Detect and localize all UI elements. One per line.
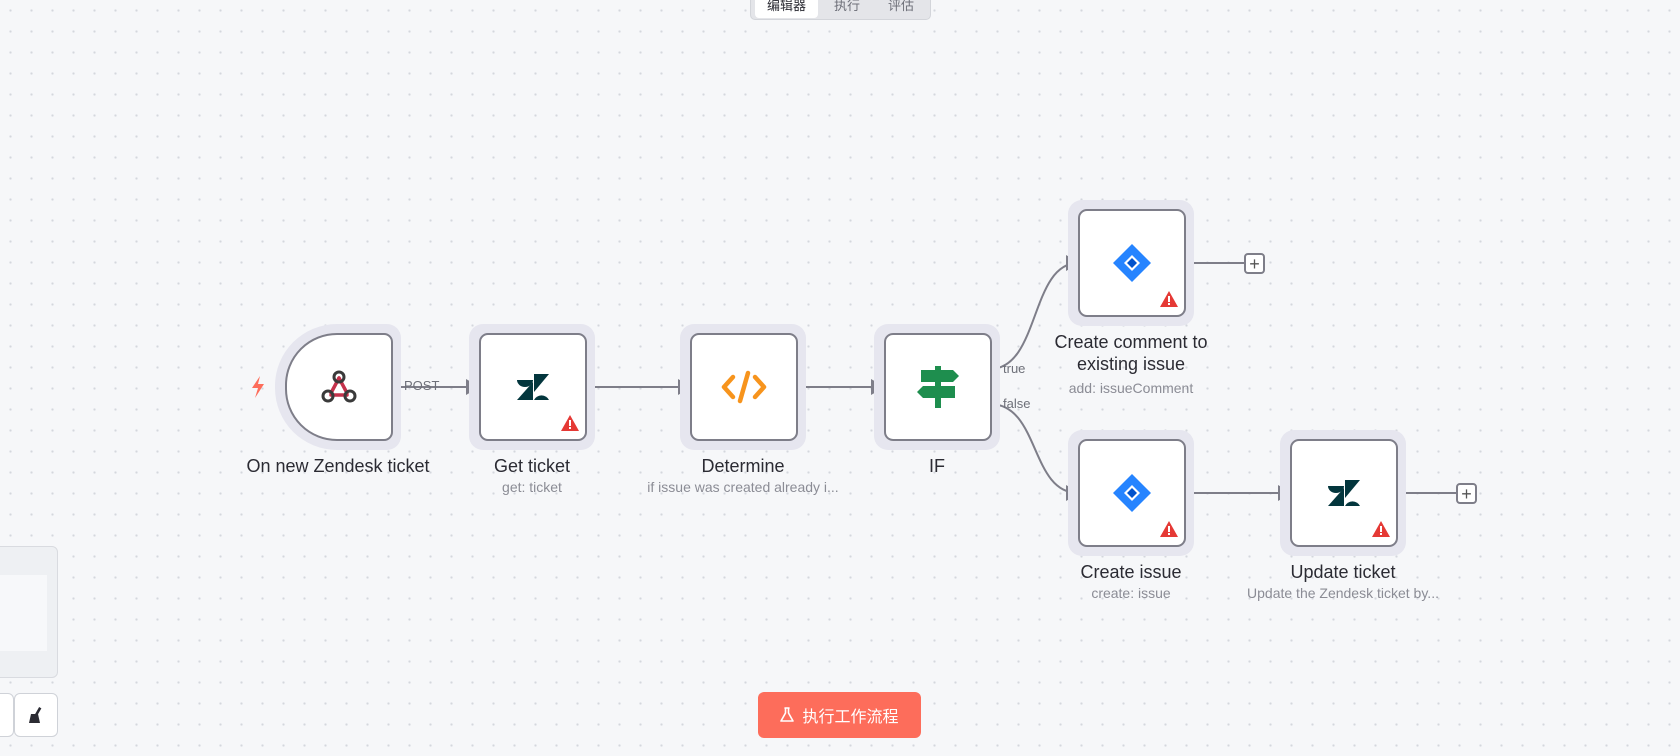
- execute-workflow-button[interactable]: 执行工作流程: [758, 692, 921, 738]
- node-create-issue: Create issue create: issue: [1068, 430, 1194, 601]
- node-box-create-issue[interactable]: [1078, 439, 1186, 547]
- add-node-after-create-comment-button[interactable]: +: [1244, 253, 1265, 274]
- plus-icon: +: [1249, 253, 1260, 274]
- warning-icon: [561, 415, 579, 431]
- node-subtitle: Update the Zendesk ticket by...: [1247, 585, 1439, 601]
- node-box-get-ticket[interactable]: [479, 333, 587, 441]
- warning-icon: [1160, 521, 1178, 537]
- node-determine: Determine if issue was created already i…: [647, 324, 839, 495]
- view-tabs: 编辑器 执行 评估: [750, 0, 932, 20]
- signpost-icon: [917, 366, 959, 408]
- zendesk-icon: [517, 374, 549, 400]
- zendesk-icon: [1328, 480, 1360, 506]
- node-on-new-zendesk-ticket: On new Zendesk ticket: [246, 324, 430, 476]
- node-box-update-ticket[interactable]: [1290, 439, 1398, 547]
- node-label: IF: [929, 456, 945, 476]
- edge-label-post: POST: [404, 378, 440, 393]
- warning-icon: [1372, 521, 1390, 537]
- side-panel-content: [0, 575, 47, 651]
- node-label-line-1: Create comment to: [1054, 332, 1208, 352]
- jira-icon: [1113, 244, 1151, 282]
- jira-icon: [1113, 474, 1151, 512]
- node-box-create-comment[interactable]: [1078, 209, 1186, 317]
- node-get-ticket: Get ticket get: ticket: [469, 324, 595, 495]
- warning-icon: [1160, 291, 1178, 307]
- tab-editor[interactable]: 编辑器: [755, 0, 819, 18]
- node-update-ticket: Update ticket Update the Zendesk ticket …: [1247, 430, 1439, 601]
- code-icon: [721, 370, 767, 404]
- plus-icon: +: [1461, 483, 1472, 504]
- add-node-after-update-ticket-button[interactable]: +: [1456, 483, 1477, 504]
- node-label: Create issue: [1080, 562, 1182, 582]
- side-tool-button[interactable]: [0, 693, 14, 737]
- node-label: On new Zendesk ticket: [246, 456, 430, 476]
- node-create-comment: Create comment to existing issue add: is…: [1054, 200, 1208, 396]
- tab-evaluations[interactable]: 评估: [888, 0, 915, 13]
- node-subtitle: if issue was created already i...: [647, 479, 839, 495]
- node-box-trigger[interactable]: [285, 333, 393, 441]
- broom-icon: [29, 707, 42, 723]
- node-box-if[interactable]: [884, 333, 992, 441]
- webhook-icon: [321, 370, 357, 403]
- edge-if-false-to-create-issue: [989, 403, 1079, 494]
- node-if: IF: [874, 324, 1000, 476]
- node-label: Get ticket: [493, 456, 571, 476]
- node-box-determine[interactable]: [690, 333, 798, 441]
- node-subtitle: add: issueComment: [1068, 380, 1194, 396]
- node-label: Update ticket: [1290, 562, 1396, 582]
- clear-canvas-button[interactable]: [14, 693, 58, 737]
- node-label: Determine: [701, 456, 785, 476]
- execute-workflow-label: 执行工作流程: [802, 709, 899, 726]
- lightning-bolt-icon: [252, 376, 264, 398]
- tab-executions[interactable]: 执行: [834, 0, 861, 13]
- flask-icon: [780, 707, 795, 722]
- edge-label-true: true: [1003, 361, 1026, 376]
- node-label-line-2: existing issue: [1076, 354, 1186, 374]
- edge-label-false: false: [1003, 396, 1031, 411]
- side-panel: [0, 546, 58, 678]
